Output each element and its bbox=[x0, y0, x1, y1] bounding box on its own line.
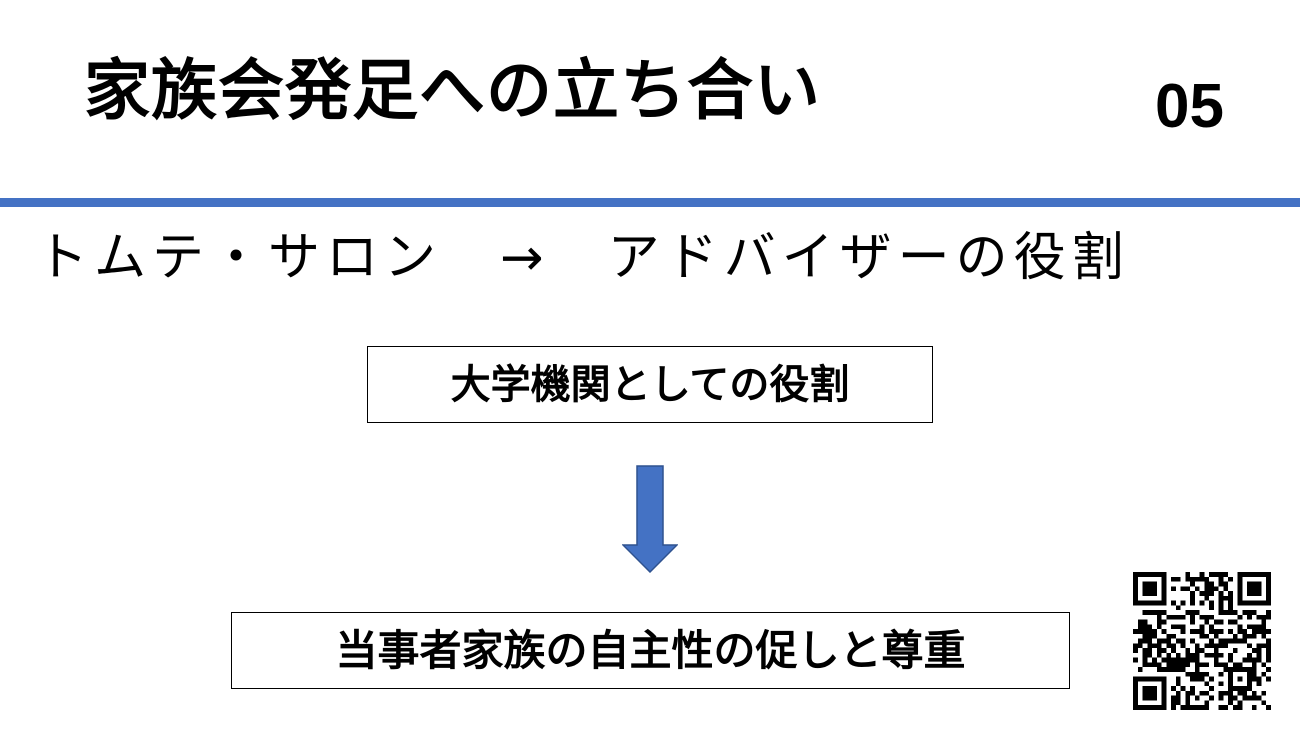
university-role-text: 大学機関としての役割 bbox=[450, 361, 850, 408]
slide-subtitle: トムテ・サロン → アドバイザーの役割 bbox=[36, 228, 1130, 288]
slide-number: 05 bbox=[1155, 72, 1224, 141]
title-divider bbox=[0, 198, 1300, 207]
down-arrow-icon bbox=[622, 465, 678, 573]
family-autonomy-box: 当事者家族の自主性の促しと尊重 bbox=[231, 612, 1070, 689]
family-autonomy-text: 当事者家族の自主性の促しと尊重 bbox=[335, 625, 966, 675]
qr-code-icon[interactable] bbox=[1133, 572, 1271, 710]
university-role-box: 大学機関としての役割 bbox=[367, 346, 933, 423]
slide-title: 家族会発足への立ち合い bbox=[84, 52, 821, 129]
